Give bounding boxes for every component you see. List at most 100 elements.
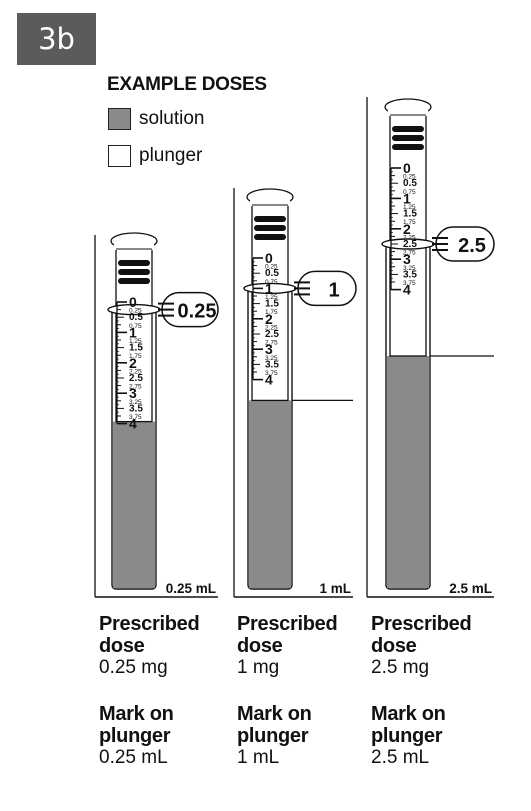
mark-heading-1: Mark on plunger bbox=[99, 703, 174, 747]
scale-label: 0.75 bbox=[403, 189, 416, 196]
scale-label: 0.5 bbox=[129, 312, 143, 323]
prescribed-heading-1: Prescribed dose bbox=[99, 613, 200, 657]
plunger-swatch bbox=[108, 145, 131, 167]
volume-label: 2.5 mL bbox=[449, 581, 492, 596]
scale-label: 0 bbox=[129, 294, 137, 310]
scale-label: 4 bbox=[403, 282, 411, 298]
scale-label: 2.75 bbox=[129, 384, 142, 391]
scale-label: 2.5 bbox=[129, 373, 143, 384]
mark-value-3: 2.5 mL bbox=[371, 747, 430, 768]
scale-label: 0.75 bbox=[129, 323, 142, 330]
solution-fill bbox=[113, 421, 155, 588]
plunger-head-neck bbox=[114, 241, 154, 250]
volume-label: 1 mL bbox=[319, 581, 351, 596]
scale-label: 2.75 bbox=[403, 250, 416, 257]
scale-label: 3.5 bbox=[403, 269, 417, 280]
scale-label: 2 bbox=[265, 311, 273, 327]
solution-bottom bbox=[113, 585, 155, 588]
scale-label: 0.5 bbox=[265, 268, 279, 279]
scale-label: 3.75 bbox=[129, 414, 142, 421]
grip-band bbox=[254, 234, 286, 240]
prescribed-value-1: 0.25 mg bbox=[99, 657, 168, 678]
plunger-head-neck bbox=[250, 197, 290, 206]
scale-label: 1.25 bbox=[129, 338, 142, 345]
mark-value-2: 1 mL bbox=[237, 747, 280, 768]
scale-label: 2.25 bbox=[265, 324, 278, 331]
scale-label: 3.25 bbox=[265, 355, 278, 362]
scale-label: 2 bbox=[129, 355, 137, 371]
scale-label: 2.5 bbox=[403, 239, 417, 250]
scale-label: 0.25 bbox=[403, 174, 416, 181]
prescribed-heading-2: Prescribed dose bbox=[237, 613, 338, 657]
solution-bottom bbox=[387, 585, 429, 588]
solution-fill bbox=[387, 356, 429, 588]
grip-band bbox=[392, 144, 424, 150]
mark-value-1: 0.25 mL bbox=[99, 747, 168, 768]
grip-band bbox=[118, 260, 150, 266]
scale-label: 2.75 bbox=[265, 340, 278, 347]
prescribed-heading-3: Prescribed dose bbox=[371, 613, 472, 657]
scale-label: 4 bbox=[265, 372, 273, 388]
scale-label: 0 bbox=[403, 160, 411, 176]
grip-band bbox=[118, 269, 150, 275]
scale-label: 1 bbox=[129, 324, 137, 340]
scale-label: 0 bbox=[265, 250, 273, 266]
dose-callout-text: 1 bbox=[328, 279, 339, 301]
caption-syringe-2: Prescribed dose 1 mg Mark on plunger 1 m… bbox=[237, 613, 338, 769]
volume-label: 0.25 mL bbox=[166, 581, 216, 596]
solution-bottom bbox=[249, 585, 291, 588]
scale-label: 2.5 bbox=[265, 329, 279, 340]
grip-band bbox=[254, 216, 286, 222]
legend-solution: solution bbox=[108, 108, 205, 130]
legend-title: EXAMPLE DOSES bbox=[107, 74, 267, 95]
grip-band bbox=[392, 135, 424, 141]
scale-label: 4 bbox=[129, 416, 137, 432]
grip-band bbox=[392, 126, 424, 132]
scale-label: 2.25 bbox=[403, 234, 416, 241]
scale-label: 1 bbox=[403, 190, 411, 206]
solution-fill bbox=[249, 400, 291, 588]
scale-label: 3.75 bbox=[265, 370, 278, 377]
scale-label: 1.5 bbox=[265, 299, 279, 310]
scale-label: 3.25 bbox=[403, 265, 416, 272]
legend-solution-label: solution bbox=[139, 108, 205, 129]
scale-label: 3.25 bbox=[129, 399, 142, 406]
scale-label: 3 bbox=[403, 251, 411, 267]
caption-syringe-1: Prescribed dose 0.25 mg Mark on plunger … bbox=[99, 613, 200, 769]
syringe-3: 0 1 2 3 4 0.5 1.5 2.5 3.5 0.25 0.75 1.25 1.75 2.25 2.7… bbox=[366, 97, 495, 598]
plunger-rod bbox=[389, 109, 427, 357]
scale-label: 3.5 bbox=[129, 403, 143, 414]
scale-label: 1.75 bbox=[129, 353, 142, 360]
syringe-2: 012340.51.52.53.50.250.751.251.752.252.7… bbox=[233, 188, 357, 598]
caption-syringe-3: Prescribed dose 2.5 mg Mark on plunger 2… bbox=[371, 613, 472, 769]
prescribed-value-2: 1 mg bbox=[237, 657, 280, 678]
scale-label: 1.25 bbox=[265, 294, 278, 301]
legend-plunger-label: plunger bbox=[139, 145, 203, 166]
mark-heading-3: Mark on plunger bbox=[371, 703, 446, 747]
prescribed-value-3: 2.5 mg bbox=[371, 657, 430, 678]
scale-label: 1.75 bbox=[265, 309, 278, 316]
scale-label: 0.75 bbox=[265, 279, 278, 286]
scale-label: 3.75 bbox=[403, 280, 416, 287]
scale-label: 1.75 bbox=[403, 219, 416, 226]
scale-label: 0.25 bbox=[129, 308, 142, 315]
scale-label: 3 bbox=[129, 385, 137, 401]
legend-plunger: plunger bbox=[108, 145, 202, 167]
scale-label: 1.25 bbox=[403, 204, 416, 211]
grip-band bbox=[118, 278, 150, 284]
scale-label: 3.5 bbox=[265, 359, 279, 370]
dose-callout-text: 0.25 bbox=[178, 301, 217, 323]
step-badge: 3b bbox=[17, 13, 96, 65]
syringe-1: 012340.51.52.53.50.250.751.251.752.252.7… bbox=[94, 232, 219, 598]
scale-label: 3 bbox=[265, 341, 273, 357]
scale-label: 0.5 bbox=[403, 178, 417, 189]
scale-label: 1.5 bbox=[403, 209, 417, 220]
scale-label: 2 bbox=[403, 221, 411, 237]
plunger-head-neck bbox=[388, 107, 428, 116]
scale-label: 1.5 bbox=[129, 343, 143, 354]
scale-label: 1 bbox=[265, 280, 273, 296]
solution-swatch bbox=[108, 108, 131, 130]
dose-callout-text: 2.5 bbox=[458, 235, 486, 257]
mark-heading-2: Mark on plunger bbox=[237, 703, 312, 747]
